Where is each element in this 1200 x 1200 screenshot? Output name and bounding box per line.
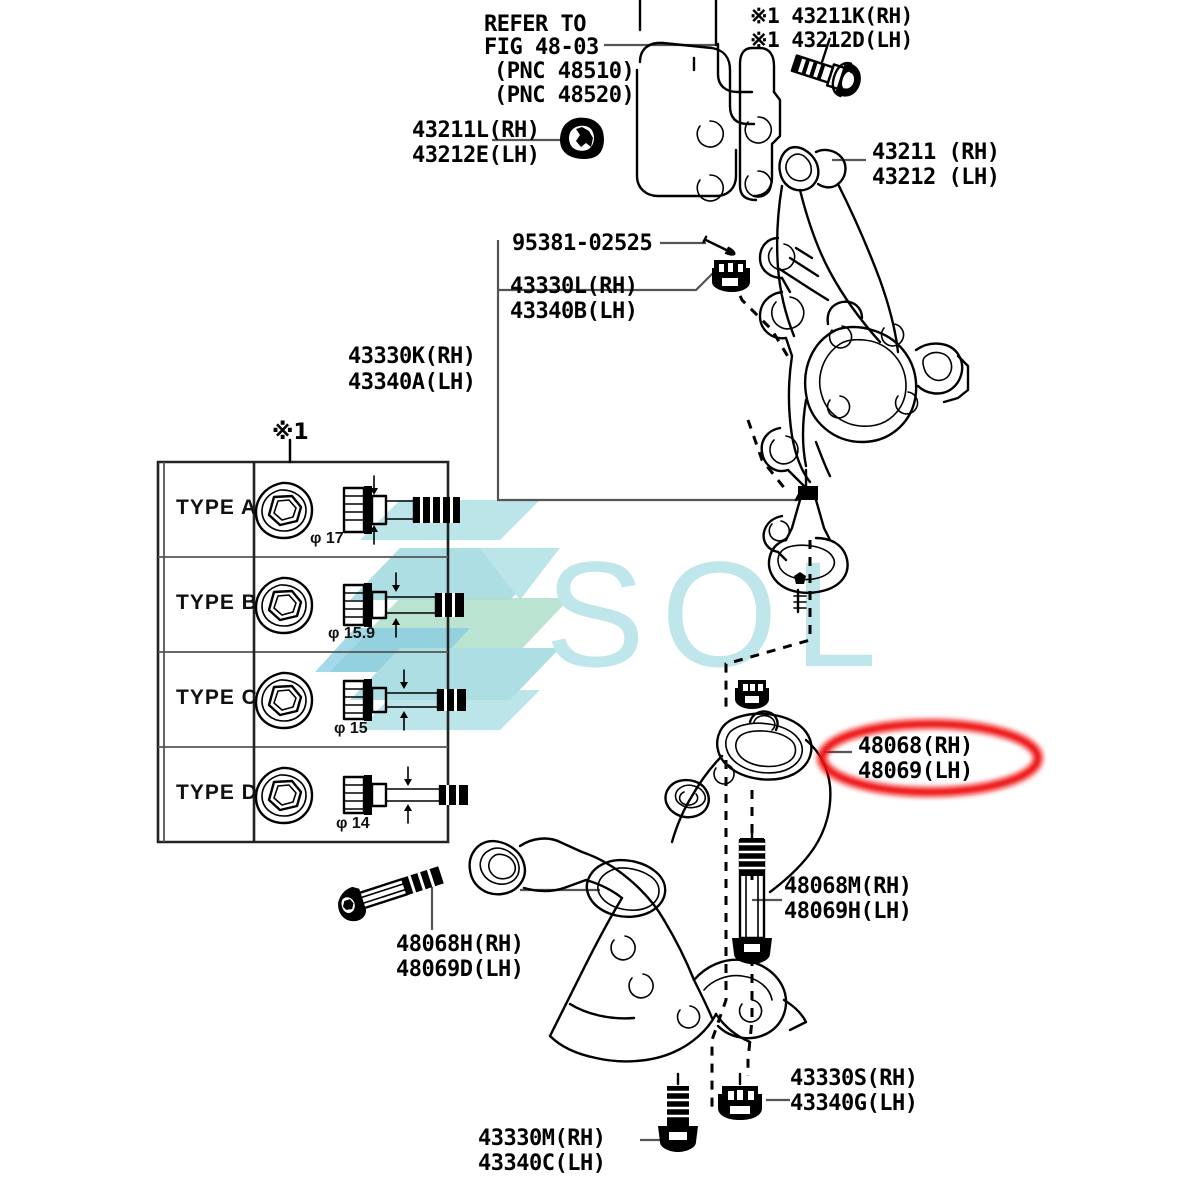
type-table-star-mark: ※1 [272, 420, 309, 445]
label-lower-arm-lh: 48069(LH) [858, 759, 973, 784]
watermark-text: SOL [545, 530, 894, 698]
label-ball-joint-lh: 43340A(LH) [348, 370, 476, 395]
type-row-d-name: TYPE D [176, 781, 258, 804]
label-strut-bolt-rh: ※1 43211K(RH) [750, 4, 913, 28]
refer-note-line2: FIG 48-03 [484, 35, 599, 60]
type-row-a-name: TYPE A [176, 496, 258, 519]
label-front-bush-bolt-rh: 48068H(RH) [396, 932, 524, 957]
label-knuckle-rh: 43211 (RH) [872, 140, 1000, 165]
label-knuckle-lh: 43212 (LH) [872, 165, 1000, 190]
label-tie-rod-nut-rh: 43330L(RH) [510, 274, 638, 299]
label-lower-arm-rh: 48068(RH) [858, 734, 973, 759]
label-knuckle-nut-lh: 43212E(LH) [412, 143, 540, 168]
label-rear-bolt-lh: 48069H(LH) [784, 899, 912, 924]
label-cotter-pin: 95381-02525 [512, 231, 653, 256]
label-ball-joint-rh: 43330K(RH) [348, 344, 476, 369]
refer-note-line1: REFER TO [484, 12, 586, 37]
type-row-a-diameter: φ 17 [310, 530, 344, 547]
type-row-b-name: TYPE B [176, 591, 258, 614]
label-knuckle-nut-rh: 43211L(RH) [412, 118, 540, 143]
label-lower-nut-lh: 43340G(LH) [790, 1091, 918, 1116]
label-rear-bolt-rh: 48068M(RH) [784, 874, 912, 899]
type-row-d-diameter: φ 14 [336, 815, 370, 832]
label-lower-bolt-rh: 43330M(RH) [478, 1126, 606, 1151]
type-row-c-diameter: φ 15 [334, 720, 368, 737]
label-front-bush-bolt-lh: 48069D(LH) [396, 957, 524, 982]
type-row-b-diameter: φ 15.9 [328, 625, 376, 642]
label-tie-rod-nut-lh: 43340B(LH) [510, 299, 638, 324]
label-strut-bolt-lh: ※1 43212D(LH) [750, 28, 913, 52]
refer-note-line4: (PNC 48520) [494, 83, 635, 108]
type-row-c-name: TYPE C [176, 686, 258, 709]
label-lower-bolt-lh: 43340C(LH) [478, 1151, 606, 1176]
label-lower-nut-rh: 43330S(RH) [790, 1066, 918, 1091]
refer-note-line3: (PNC 48510) [494, 59, 635, 84]
